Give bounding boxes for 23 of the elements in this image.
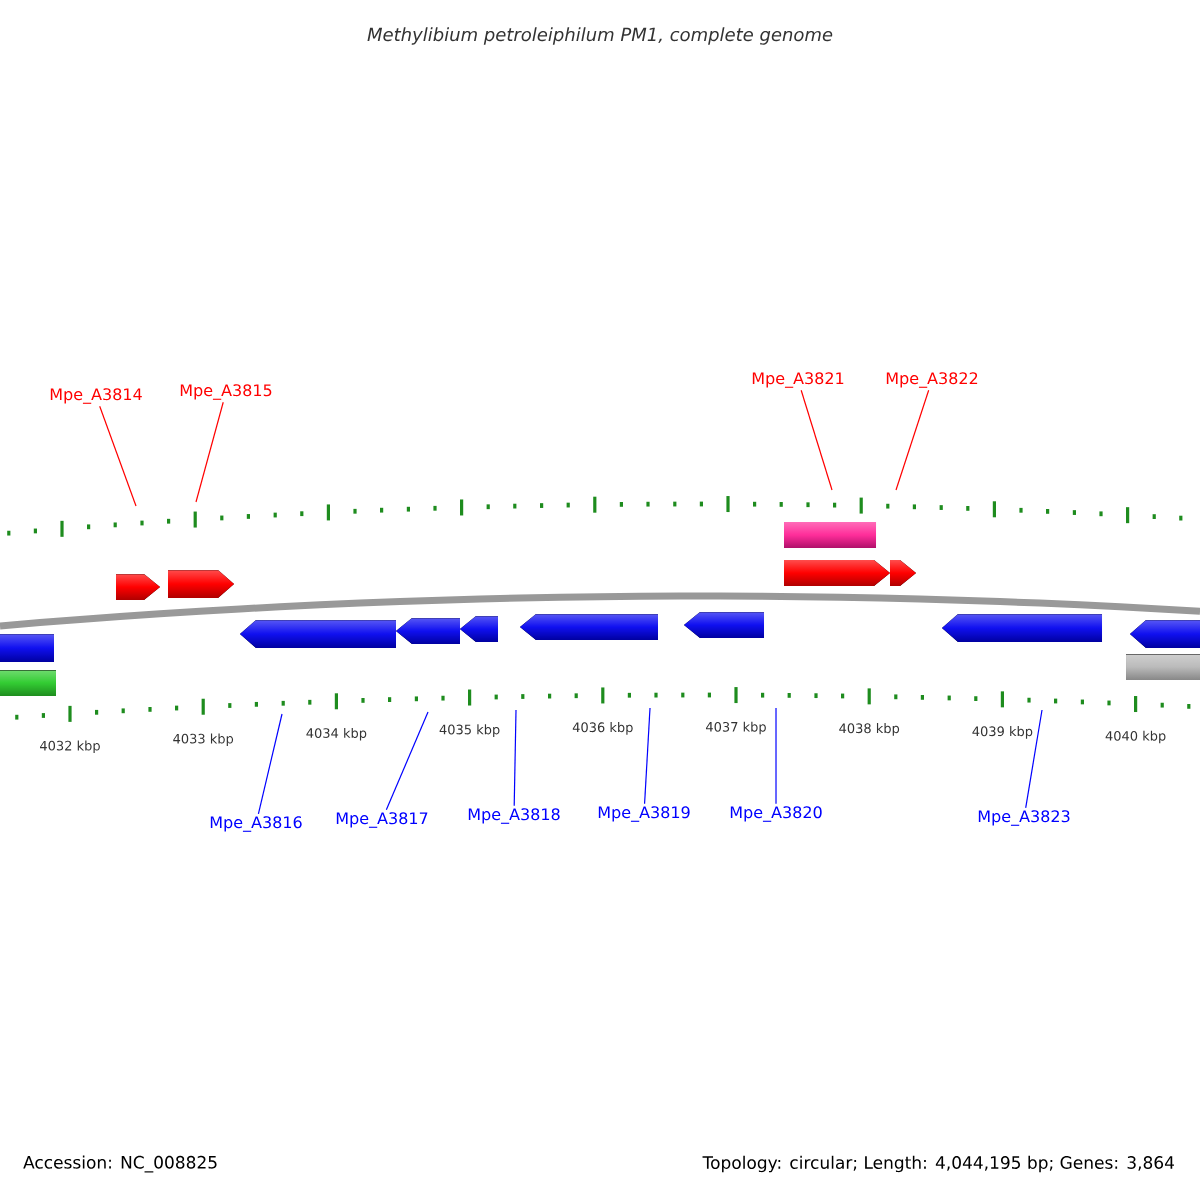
- gene-label: Mpe_A3823: [978, 810, 1070, 826]
- leader-line: [385, 711, 429, 811]
- gene-label: Mpe_A3819: [598, 806, 690, 822]
- gene-label: Mpe_A3821: [752, 372, 844, 388]
- leader-line: [1025, 709, 1043, 809]
- leader-line: [644, 707, 651, 805]
- leader-line: [257, 713, 283, 815]
- leader-line: [895, 389, 930, 491]
- gene-label: Mpe_A3817: [336, 812, 428, 828]
- gene-label: Mpe_A3822: [886, 372, 978, 388]
- leader-line: [195, 401, 224, 503]
- gene-label: Mpe_A3815: [180, 384, 272, 400]
- title: Methylibium petroleiphilum PM1, complete genome: [367, 27, 833, 45]
- gene-label: Mpe_A3818: [468, 808, 560, 824]
- leader-line: [800, 389, 833, 491]
- accession-label: Accession: NC_008825: [23, 1155, 217, 1173]
- genome-info-label: Topology: circular; Length: 4,044,195 bp; Genes: 3,864: [702, 1155, 1174, 1173]
- gene-label: Mpe_A3814: [50, 388, 142, 404]
- leader-line: [99, 405, 137, 507]
- gene-label: Mpe_A3816: [210, 816, 302, 832]
- gene-label: Mpe_A3820: [730, 806, 822, 822]
- leader-line: [513, 709, 517, 807]
- leader-line: [775, 707, 777, 805]
